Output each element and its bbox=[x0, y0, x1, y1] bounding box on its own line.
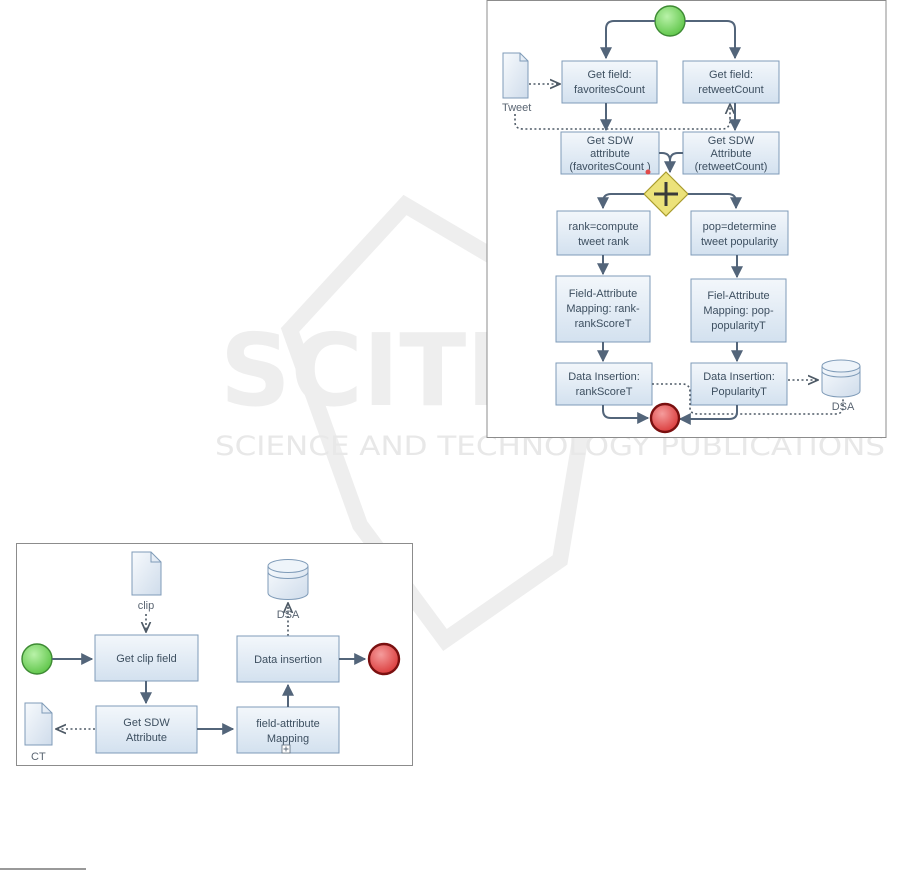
task-get-field-favorites[interactable] bbox=[561, 60, 658, 104]
task-data-insertion[interactable] bbox=[236, 635, 340, 683]
assoc-tweet-to-rt bbox=[514, 104, 730, 130]
end-event-bottom[interactable] bbox=[367, 642, 401, 676]
top-diagram: Tweet Get field: favoritesCount Get fiel… bbox=[486, 0, 887, 438]
task-map-pop-line1: Fiel-Attribute bbox=[707, 290, 769, 302]
task-field-attribute-mapping-line2: Mapping bbox=[267, 733, 309, 745]
task-insert-pop[interactable] bbox=[690, 362, 788, 406]
task-insert-rank-line1: Data Insertion: bbox=[568, 371, 640, 383]
clip-document[interactable]: clip bbox=[131, 551, 162, 612]
task-map-rank-line3: rankScoreT bbox=[575, 318, 632, 330]
task-insert-pop-line1: Data Insertion: bbox=[703, 371, 775, 383]
task-map-rank-line2: Mapping: rank- bbox=[566, 303, 640, 315]
task-map-pop-line2: Mapping: pop- bbox=[703, 305, 774, 317]
task-get-sdw-favorites-line1: Get SDW bbox=[587, 135, 634, 147]
dsa-label-top: DSA bbox=[832, 401, 855, 413]
ct-label: CT bbox=[31, 751, 46, 763]
task-rank-compute[interactable] bbox=[556, 210, 651, 256]
task-get-sdw-attribute-line1: Get SDW bbox=[123, 717, 170, 729]
task-get-field-retweet-line2: retweetCount bbox=[698, 84, 763, 96]
bottom-diagram: clip DSA Get clip field Data insertion G… bbox=[16, 543, 413, 766]
task-get-sdw-favorites-line3: (favoritesCount ) bbox=[569, 161, 650, 173]
clip-label: clip bbox=[138, 600, 155, 612]
task-get-sdw-attribute[interactable] bbox=[95, 705, 198, 754]
task-get-field-retweet[interactable] bbox=[682, 60, 780, 104]
bottom-diagram-frame bbox=[16, 543, 413, 766]
tweet-document[interactable]: Tweet bbox=[502, 52, 531, 114]
task-insert-pop-line2: PopularityT bbox=[711, 386, 767, 398]
task-pop-determine-line2: tweet popularity bbox=[701, 236, 779, 248]
task-get-field-retweet-line1: Get field: bbox=[709, 69, 753, 81]
start-event-bottom[interactable] bbox=[21, 643, 53, 675]
assoc-insert-rank-to-dsa bbox=[652, 383, 844, 415]
task-map-pop-line3: popularityT bbox=[711, 320, 766, 332]
task-get-sdw-retweet-line1: Get SDW bbox=[708, 135, 755, 147]
task-insert-rank-line2: rankScoreT bbox=[576, 386, 633, 398]
task-get-sdw-retweet-line3: (retweetCount) bbox=[695, 161, 768, 173]
flow-insert-pop-to-end bbox=[678, 405, 738, 425]
task-map-rank[interactable] bbox=[555, 275, 651, 343]
task-get-sdw-attribute-line2: Attribute bbox=[126, 732, 167, 744]
flow-insert-rank-to-end bbox=[602, 405, 650, 424]
task-get-clip-field-label: Get clip field bbox=[116, 653, 177, 665]
flow-gateway-to-pop bbox=[688, 193, 742, 210]
task-rank-compute-line2: tweet rank bbox=[578, 236, 629, 248]
task-pop-determine-line1: pop=determine bbox=[703, 221, 777, 233]
task-map-rank-line1: Field-Attribute bbox=[569, 288, 637, 300]
task-get-sdw-retweet[interactable] bbox=[682, 131, 780, 175]
dsa-datastore-bottom[interactable]: DSA bbox=[267, 559, 309, 622]
task-field-attribute-mapping-line1: field-attribute bbox=[256, 718, 320, 730]
task-get-sdw-retweet-line2: Attribute bbox=[711, 148, 752, 160]
task-get-sdw-favorites-line2: attribute bbox=[590, 148, 630, 160]
task-get-clip-field[interactable] bbox=[94, 634, 199, 682]
end-event[interactable] bbox=[649, 402, 681, 434]
dsa-datastore-top[interactable]: DSA bbox=[821, 359, 861, 413]
subprocess-expand-icon[interactable] bbox=[281, 744, 291, 754]
task-insert-rank[interactable] bbox=[555, 362, 653, 406]
flow-start-to-get-field-fav bbox=[600, 20, 655, 60]
flow-gateway-to-rank bbox=[597, 193, 644, 210]
tweet-label: Tweet bbox=[502, 102, 531, 114]
flow-sdw-rt-to-gateway bbox=[669, 152, 683, 162]
dsa-label-bottom: DSA bbox=[277, 609, 300, 621]
error-marker-icon bbox=[645, 169, 651, 175]
parallel-gateway[interactable] bbox=[643, 171, 689, 217]
task-rank-compute-line1: rank=compute bbox=[568, 221, 638, 233]
ct-document[interactable]: CT bbox=[24, 702, 53, 763]
start-event[interactable] bbox=[654, 5, 686, 37]
task-get-field-favorites-line1: Get field: bbox=[587, 69, 631, 81]
flow-start-to-get-field-rt bbox=[685, 20, 741, 60]
task-get-field-favorites-line2: favoritesCount bbox=[574, 84, 645, 96]
task-get-sdw-favorites[interactable] bbox=[560, 131, 660, 175]
task-data-insertion-label: Data insertion bbox=[254, 654, 322, 666]
task-map-pop[interactable] bbox=[690, 278, 787, 343]
task-pop-determine[interactable] bbox=[690, 210, 789, 256]
